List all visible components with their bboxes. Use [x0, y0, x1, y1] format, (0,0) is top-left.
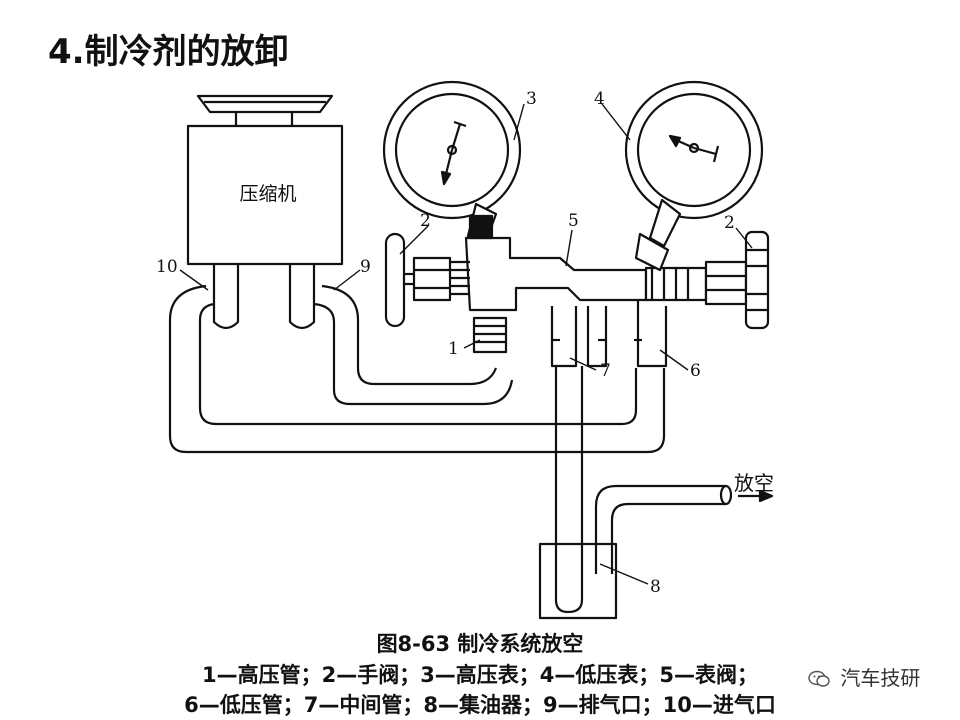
callout-8: 8: [650, 577, 661, 597]
callout-5: 5: [568, 211, 579, 231]
callout-1: 1: [448, 339, 459, 359]
vent-tube: [594, 484, 726, 574]
figure-caption: 图8-63 制冷系统放空: [376, 632, 584, 656]
callout-9: 9: [360, 257, 371, 277]
callout-7: 7: [600, 361, 611, 381]
slide-title: 4.制冷剂的放卸: [48, 32, 289, 72]
high-pressure-hose: [321, 284, 498, 386]
callout-3: 3: [526, 89, 537, 109]
intake-pipe-outer-loop: [168, 284, 666, 454]
low-side-valve: [644, 230, 770, 330]
middle-hose: [554, 366, 584, 614]
high-pressure-gauge: [382, 80, 522, 240]
watermark-text: 汽车技研: [840, 666, 921, 690]
watermark: 汽车技研: [808, 662, 920, 691]
vent-label: 放空: [734, 471, 774, 495]
low-pressure-gauge: [624, 80, 764, 272]
callout-4: 4: [594, 89, 605, 109]
callout-6: 6: [690, 361, 701, 381]
callout-10: 10: [156, 257, 178, 277]
oil-collector: [538, 542, 618, 620]
wechat-icon: [808, 670, 830, 687]
callout-2-left: 2: [420, 211, 431, 231]
callout-2-right: 2: [724, 213, 735, 233]
legend-line-1: 1—高压管；2—手阀；3—高压表；4—低压表；5—表阀；: [201, 663, 759, 687]
compressor: [186, 94, 344, 330]
manifold-body: [384, 232, 668, 368]
legend-line-2: 6—低压管；7—中间管；8—集油器；9—排气口；10—进气口: [184, 693, 776, 717]
callout-leaders: [179, 103, 753, 585]
compressor-label: 压缩机: [239, 183, 296, 205]
